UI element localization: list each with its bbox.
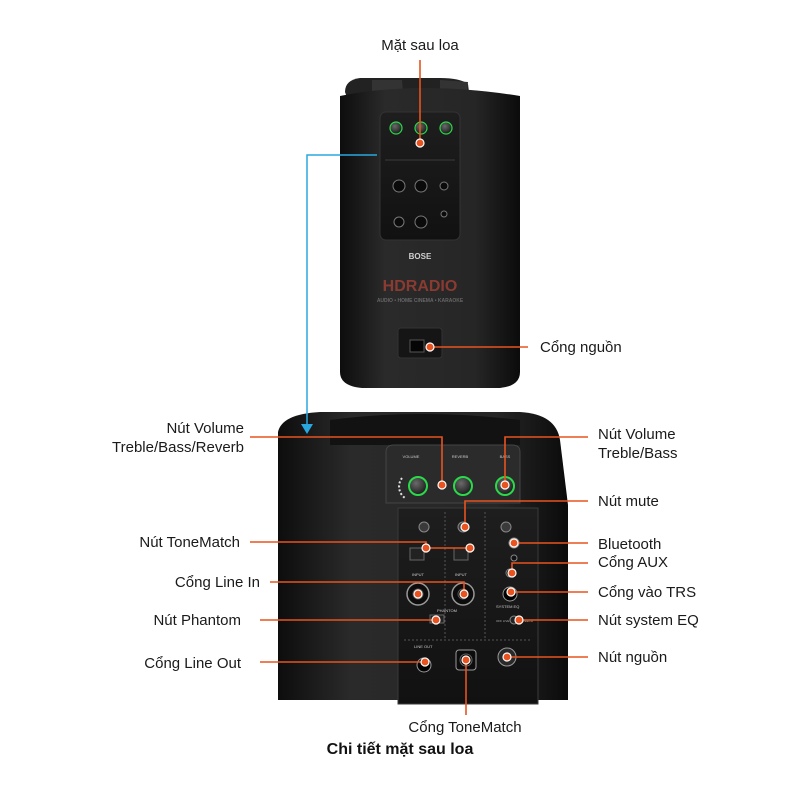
figure-caption: Chi tiết mặt sau loa [326,741,474,758]
label-line-in: Cổng Line In [174,574,260,591]
svg-text:SYSTEM EQ: SYSTEM EQ [496,604,519,609]
label-line-out: Cổng Line Out [144,655,241,672]
label-mute: Nút mute [598,493,659,510]
label-power-button: Nút nguồn [598,649,668,666]
callout-dots [413,138,524,667]
label-trs-in: Cổng vào TRS [598,584,697,601]
brand-logo: BOSE [409,252,432,261]
svg-text:INPUT: INPUT [412,572,425,577]
top-speaker: BOSE [340,78,520,388]
label-phantom: Nút Phantom [153,612,241,629]
label-volume-left: Nút Volume Treble/Bass/Reverb [112,420,244,456]
label-bluetooth: Bluetooth [598,536,662,553]
watermark: HDRADIO AUDIO • HOME CINEMA • KARAOKE [377,278,464,304]
bottom-speaker: VOLUME REVERB BASS INPUT INPUT [278,412,568,705]
svg-text:REVERB: REVERB [452,454,469,459]
svg-text:AUDIO • HOME CINEMA • KARAOKE: AUDIO • HOME CINEMA • KARAOKE [377,298,464,304]
label-tonematch-port: Cổng ToneMatch [408,719,522,736]
svg-text:VOLUME: VOLUME [403,454,420,459]
svg-text:INPUT: INPUT [455,572,468,577]
label-system-eq: Nút system EQ [598,612,699,629]
view-connector-line [306,154,377,428]
label-tonematch-button: Nút ToneMatch [139,534,240,551]
svg-text:PHANTOM: PHANTOM [437,608,457,613]
label-top-back: Mặt sau loa [381,37,459,54]
label-power-port: Cổng nguồn [540,339,622,356]
svg-text:HDRADIO: HDRADIO [383,278,458,295]
label-volume-right: Nút Volume Treble/Bass [598,426,678,462]
label-aux: Cổng AUX [598,554,669,571]
view-connector-arrow [301,424,313,434]
svg-text:LINE OUT: LINE OUT [414,644,433,649]
